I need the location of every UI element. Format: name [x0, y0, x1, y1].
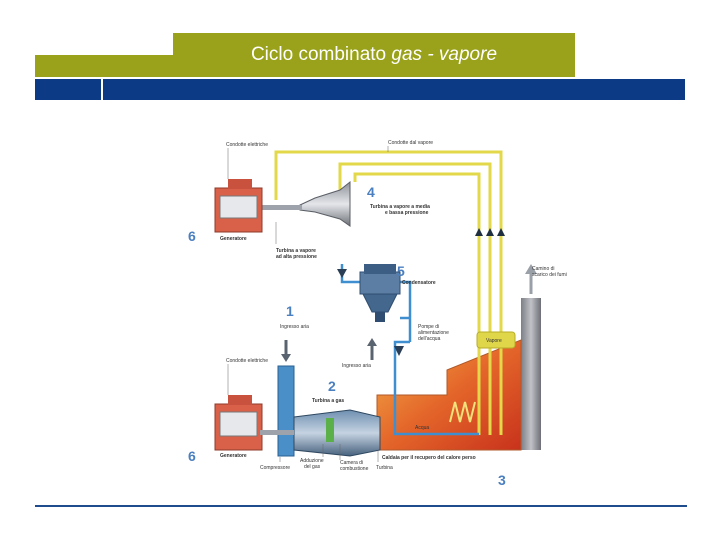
marker-1: 1: [286, 303, 294, 319]
header-navy-left: [35, 79, 101, 100]
label-ingresso-aria-1: Ingresso aria: [280, 324, 309, 330]
steam-line-outer: [274, 150, 503, 229]
slide-title: Ciclo combinato gas - vapore: [173, 33, 575, 77]
generator-top-core: [219, 195, 258, 219]
condenser-arrow: [337, 269, 347, 278]
steam-turbine-shaft: [260, 205, 302, 210]
label-generatore-bottom: Generatore: [220, 453, 247, 459]
chimney: [521, 298, 541, 450]
steam-arrowhead-3: [497, 228, 505, 236]
generator-bottom-core: [219, 411, 258, 437]
air-arrowhead-2: [367, 338, 377, 346]
label-ingresso-aria-2: Ingresso aria: [342, 363, 371, 369]
label-pompe-2: alimentazione: [418, 330, 449, 336]
condenser-outlet: [375, 312, 385, 322]
bottom-rule: [35, 505, 687, 507]
steam-arrowheads: [475, 228, 505, 236]
steam-arrowhead-2: [486, 228, 494, 236]
combustion-chamber: [326, 418, 334, 442]
label-vapore: Vapore: [486, 338, 502, 344]
marker-6-bottom: 6: [188, 448, 196, 464]
label-turbina-vapore-alta-2: ad alta pressione: [276, 254, 317, 260]
header-olive-left: [35, 55, 173, 77]
label-compressore: Compressore: [260, 465, 290, 471]
slide-title-italic: gas - vapore: [391, 44, 498, 65]
air-intake-duct: [277, 365, 295, 457]
boiler-coil: [449, 401, 476, 423]
steam-arrowhead-1: [475, 228, 483, 236]
label-condotte-elettriche-top: Condotte elettriche: [226, 142, 268, 148]
label-turbina-vapore-media-1: Turbina a vapore a media: [370, 204, 430, 210]
combined-cycle-diagram: Condotte elettriche Condotte dal vapore …: [188, 140, 567, 488]
pump-symbol: [394, 346, 404, 356]
title-bar: [173, 33, 575, 77]
condenser-hopper: [362, 293, 398, 313]
marker-6-top: 6: [188, 228, 196, 244]
generator-top: [214, 179, 263, 233]
water-line-condenser-out: [400, 280, 412, 342]
exhaust-arrowhead: [525, 264, 537, 274]
label-condotte-dal-vapore: Condotte dal vapore: [388, 140, 433, 146]
label-pompe-1: Pompe di: [418, 324, 439, 330]
steam-turbine: [299, 180, 351, 227]
water-line-boiler: [393, 340, 479, 436]
marker-3: 3: [498, 472, 506, 488]
air-arrowhead-1: [281, 354, 291, 362]
label-turbina: Turbina: [376, 465, 393, 471]
generator-bottom: [214, 395, 263, 451]
label-turbina-vapore-alta-1: Turbina a vapore: [276, 248, 316, 254]
condenser-top: [364, 264, 396, 274]
label-camera-2: combustione: [340, 466, 369, 472]
label-camera-1: Camera di: [340, 460, 363, 466]
marker-4: 4: [367, 184, 375, 200]
steam-line-middle: [338, 162, 492, 229]
marker-2: 2: [328, 378, 336, 394]
marker-5: 5: [397, 263, 405, 279]
label-camino-2: scarico dei fumi: [532, 272, 567, 278]
generator-bottom-terminals: [228, 395, 252, 405]
label-camino-1: Camino di: [532, 266, 555, 272]
vapore-box: [476, 331, 516, 349]
steam-line-inner: [353, 172, 481, 229]
gas-turbine: [293, 409, 381, 457]
label-pompe-3: dell'acqua: [418, 336, 441, 342]
label-adduzione-1: Adduzione: [300, 458, 324, 464]
generator-top-terminals: [228, 179, 252, 189]
label-condotte-elettriche-bottom: Condotte elettriche: [226, 358, 268, 364]
label-generatore-top: Generatore: [220, 236, 247, 242]
label-adduzione-2: del gas: [304, 464, 321, 470]
slide-title-plain: Ciclo combinato: [250, 44, 387, 65]
label-acqua: Acqua: [415, 425, 429, 431]
gas-turbine-shaft: [260, 430, 294, 435]
condenser: [359, 264, 401, 322]
condenser-body: [359, 271, 401, 295]
label-turbina-gas: Turbina a gas: [312, 398, 344, 404]
label-condensatore: Condensatore: [402, 280, 436, 286]
header-navy-right: [103, 79, 685, 100]
label-turbina-vapore-media-2: e bassa pressione: [385, 210, 429, 216]
label-caldaia: Caldaia per il recupero del calore perso: [382, 455, 476, 461]
leader-lines: [227, 146, 389, 462]
